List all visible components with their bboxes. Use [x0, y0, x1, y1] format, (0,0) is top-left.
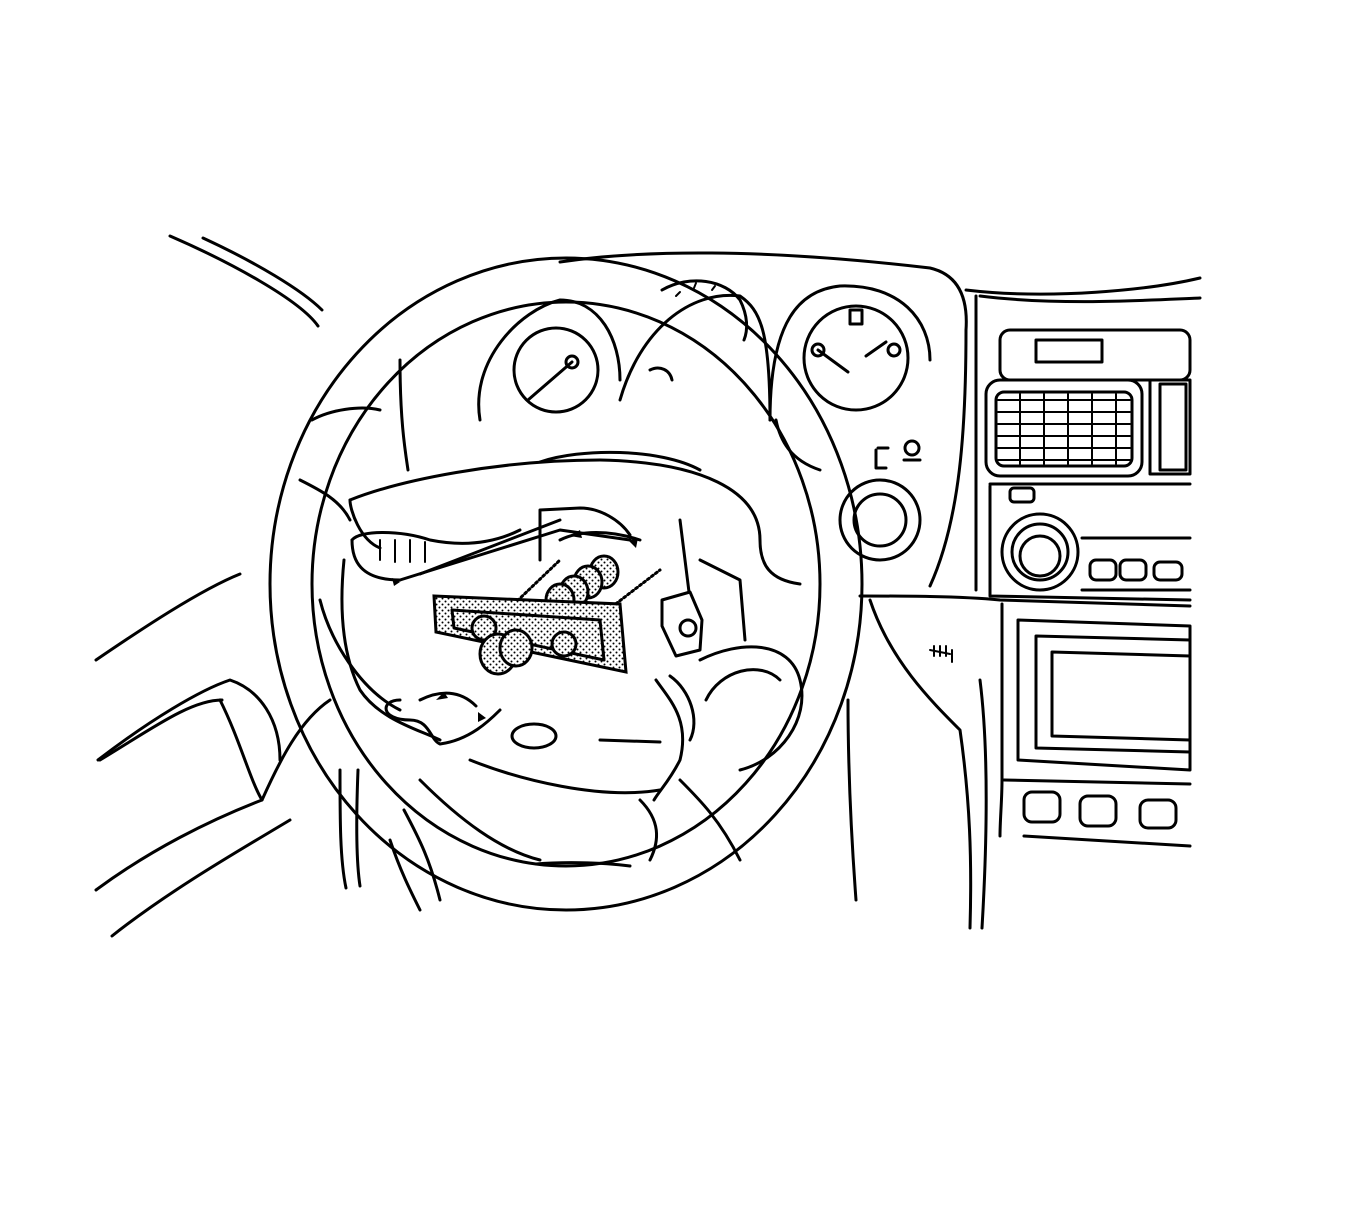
door-panel [94, 572, 332, 938]
instrument-cluster [398, 279, 932, 562]
center-air-vent [984, 378, 1144, 478]
center-console [858, 294, 1192, 930]
puller-bolt-right [550, 630, 578, 658]
ignition-switch [838, 478, 922, 562]
wheel-puller-tool [432, 554, 662, 676]
speedometer-gauge [512, 326, 600, 414]
a-pillar [168, 234, 1202, 332]
display-screen [1016, 618, 1192, 772]
steering-column [350, 506, 747, 802]
tachometer-gauge [660, 279, 749, 342]
steering-wheel [268, 256, 864, 912]
horn-contact [510, 722, 558, 750]
fuel-temp-gauge [802, 304, 910, 412]
puller-crossbar [432, 594, 628, 674]
volume-knob [1000, 512, 1080, 592]
lower-dash [338, 698, 858, 912]
